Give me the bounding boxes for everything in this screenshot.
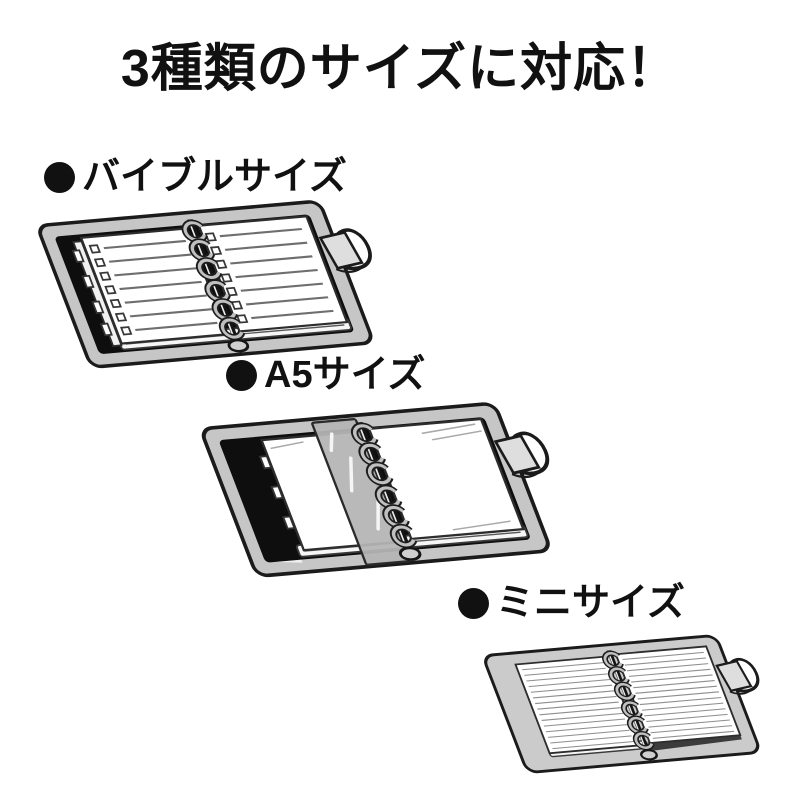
page-title: 3種類のサイズに対応！: [120, 40, 680, 98]
bullet-icon: [458, 587, 489, 619]
size-label-a5: A5サイズ: [226, 356, 425, 394]
bullet-icon: [44, 161, 75, 193]
binder-illustration-a5: [190, 389, 590, 587]
size-label-text-a5: A5サイズ: [264, 354, 426, 396]
ring-mechanism: [181, 219, 250, 353]
left-page: [514, 655, 642, 755]
ring-mechanism: [601, 650, 658, 761]
size-label-text-bible: バイブルサイズ: [82, 156, 347, 198]
bullet-icon: [226, 359, 257, 391]
binder-illustration-bible: [27, 188, 410, 378]
size-label-mini: ミニサイズ: [458, 584, 685, 622]
binder-illustration-mini: [475, 624, 792, 781]
size-label-bible: バイブルサイズ: [44, 158, 347, 196]
left-page: [71, 227, 229, 347]
ring-mechanism: [350, 421, 422, 561]
size-label-text-mini: ミニサイズ: [496, 582, 685, 624]
